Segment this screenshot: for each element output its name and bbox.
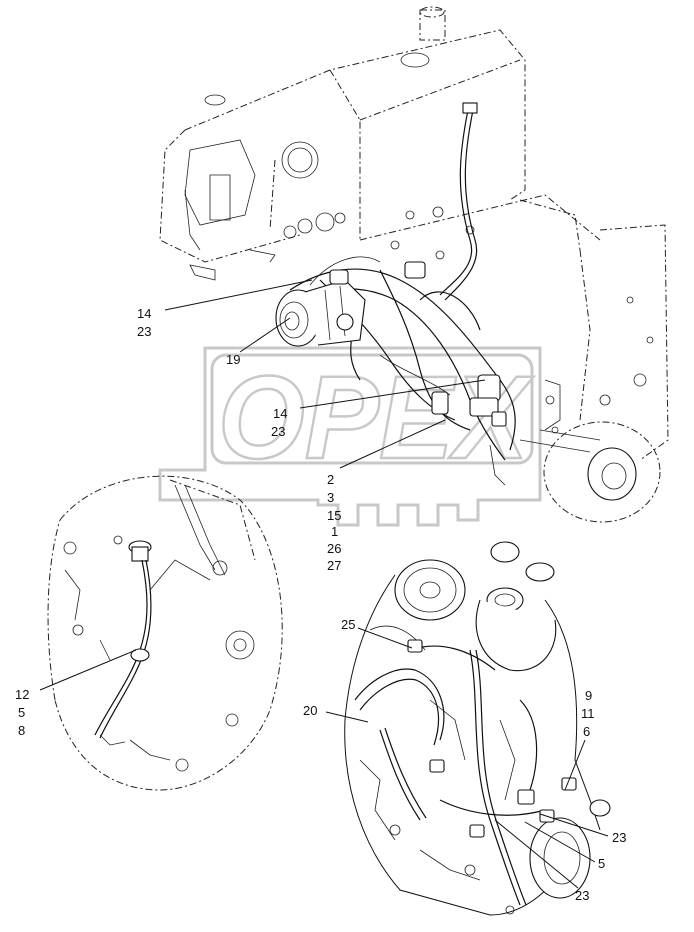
starter-motor <box>275 279 366 347</box>
leader-20 <box>325 711 369 723</box>
leader-5b <box>524 821 596 863</box>
leader-23c <box>539 813 609 837</box>
engine-assembly <box>344 541 611 916</box>
callout-19: 19 <box>226 352 240 367</box>
callout-12: 12 <box>15 687 29 702</box>
callout-5-left: 5 <box>18 705 25 720</box>
callout-14-upper: 14 <box>137 306 151 321</box>
top-frame-assembly <box>159 6 669 461</box>
watermark-gear-frame <box>158 346 542 527</box>
leader-14b <box>299 379 486 409</box>
callout-25: 25 <box>341 617 355 632</box>
leader-19 <box>239 317 291 353</box>
leader-2 <box>339 419 446 469</box>
leader-14a <box>164 279 313 311</box>
watermark: OPEX <box>158 346 542 527</box>
callout-23-upper: 23 <box>137 324 151 339</box>
dipstick-tube-left <box>94 540 152 746</box>
leader-12 <box>39 649 137 691</box>
callout-14-middle: 14 <box>273 406 287 421</box>
callout-9: 9 <box>585 688 592 703</box>
watermark-frame <box>210 353 534 465</box>
callout-23-bottom: 23 <box>575 888 589 903</box>
watermark-text: OPEX <box>218 352 534 484</box>
callout-5-right: 5 <box>598 856 605 871</box>
leader-lines <box>39 279 609 889</box>
leader-25 <box>357 627 413 649</box>
callout-3: 3 <box>327 490 334 505</box>
connector-cluster <box>329 261 507 486</box>
flywheel-right <box>519 379 661 523</box>
callout-15: 15 <box>327 508 341 523</box>
sensor-cable-top <box>439 102 478 301</box>
callout-8: 8 <box>18 723 25 738</box>
callout-11: 11 <box>581 706 595 721</box>
callout-1: 1 <box>331 524 338 539</box>
leader-6 <box>564 739 586 791</box>
callout-26: 26 <box>327 541 341 556</box>
leader-23d <box>494 819 579 889</box>
callout-27: 27 <box>327 558 341 573</box>
callout-2: 2 <box>327 472 334 487</box>
callout-23-middle: 23 <box>271 424 285 439</box>
callout-20: 20 <box>303 703 317 718</box>
callout-23-right: 23 <box>612 830 626 845</box>
left-housing-assembly <box>47 475 283 791</box>
callout-6: 6 <box>583 724 590 739</box>
callout-labels: 14 23 19 14 23 2 3 15 1 26 27 25 20 12 5… <box>15 306 626 903</box>
